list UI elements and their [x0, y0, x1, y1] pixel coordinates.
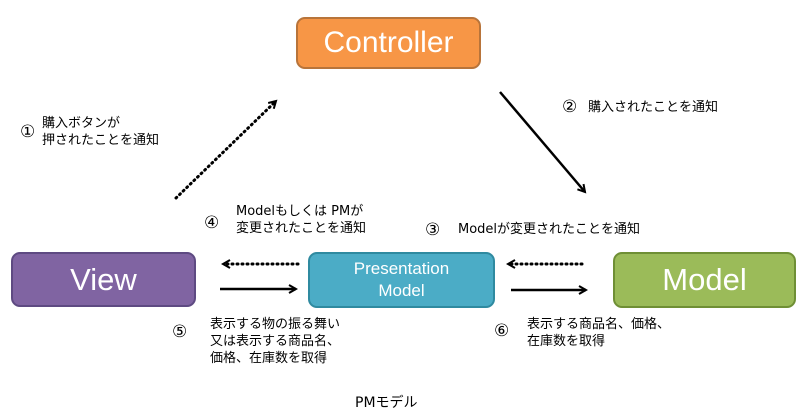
step-3-number: ③ [425, 220, 441, 240]
step-2-number: ② [562, 97, 578, 117]
step-6-line-2: 在庫数を取得 [527, 334, 606, 349]
step-1-line-2: 押されたことを通知 [42, 133, 160, 148]
step-4-number: ④ [204, 213, 220, 233]
step-4-line-1: Modelもしくは PMが [236, 204, 364, 219]
step-5-line-1: 表示する物の振る舞い [210, 317, 341, 332]
presentation-model-node: Presentation Model [308, 252, 495, 308]
view-node: View [11, 252, 196, 307]
step-6-label: 表示する商品名、価格、 在庫数を取得 [527, 316, 670, 350]
step-1-number: ① [20, 122, 36, 142]
step-4-label: Modelもしくは PMが 変更されたことを通知 [236, 203, 366, 237]
step-3-line-1: Modelが変更されたことを通知 [458, 222, 641, 237]
step-6-line-1: 表示する商品名、価格、 [527, 317, 671, 332]
diagram-caption: PMモデル [355, 395, 418, 411]
controller-node: Controller [296, 17, 481, 69]
presentation-model-label-line2: Model [378, 281, 425, 300]
step-2-line-1: 購入されたことを通知 [588, 100, 719, 115]
controller-label: Controller [323, 26, 454, 59]
step-2-label: 購入されたことを通知 [588, 99, 718, 116]
presentation-model-label-line1: Presentation [353, 259, 450, 278]
step-6-number: ⑥ [494, 321, 510, 341]
arrow-view-to-controller [174, 99, 278, 200]
model-node: Model [613, 252, 796, 308]
step-5-label: 表示する物の振る舞い 又は表示する商品名、 価格、在庫数を取得 [210, 316, 340, 367]
step-5-number: ⑤ [172, 322, 188, 342]
arrow-controller-to-model [499, 91, 585, 192]
step-3-label: Modelが変更されたことを通知 [458, 221, 640, 238]
step-1-line-1: 購入ボタンが [42, 116, 121, 131]
step-5-line-2: 又は表示する商品名、 [210, 334, 341, 349]
step-5-line-3: 価格、在庫数を取得 [210, 351, 328, 366]
model-label: Model [662, 262, 747, 297]
view-label: View [70, 261, 137, 297]
step-4-line-2: 変更されたことを通知 [236, 221, 367, 236]
step-1-label: 購入ボタンが 押されたことを通知 [42, 115, 159, 149]
